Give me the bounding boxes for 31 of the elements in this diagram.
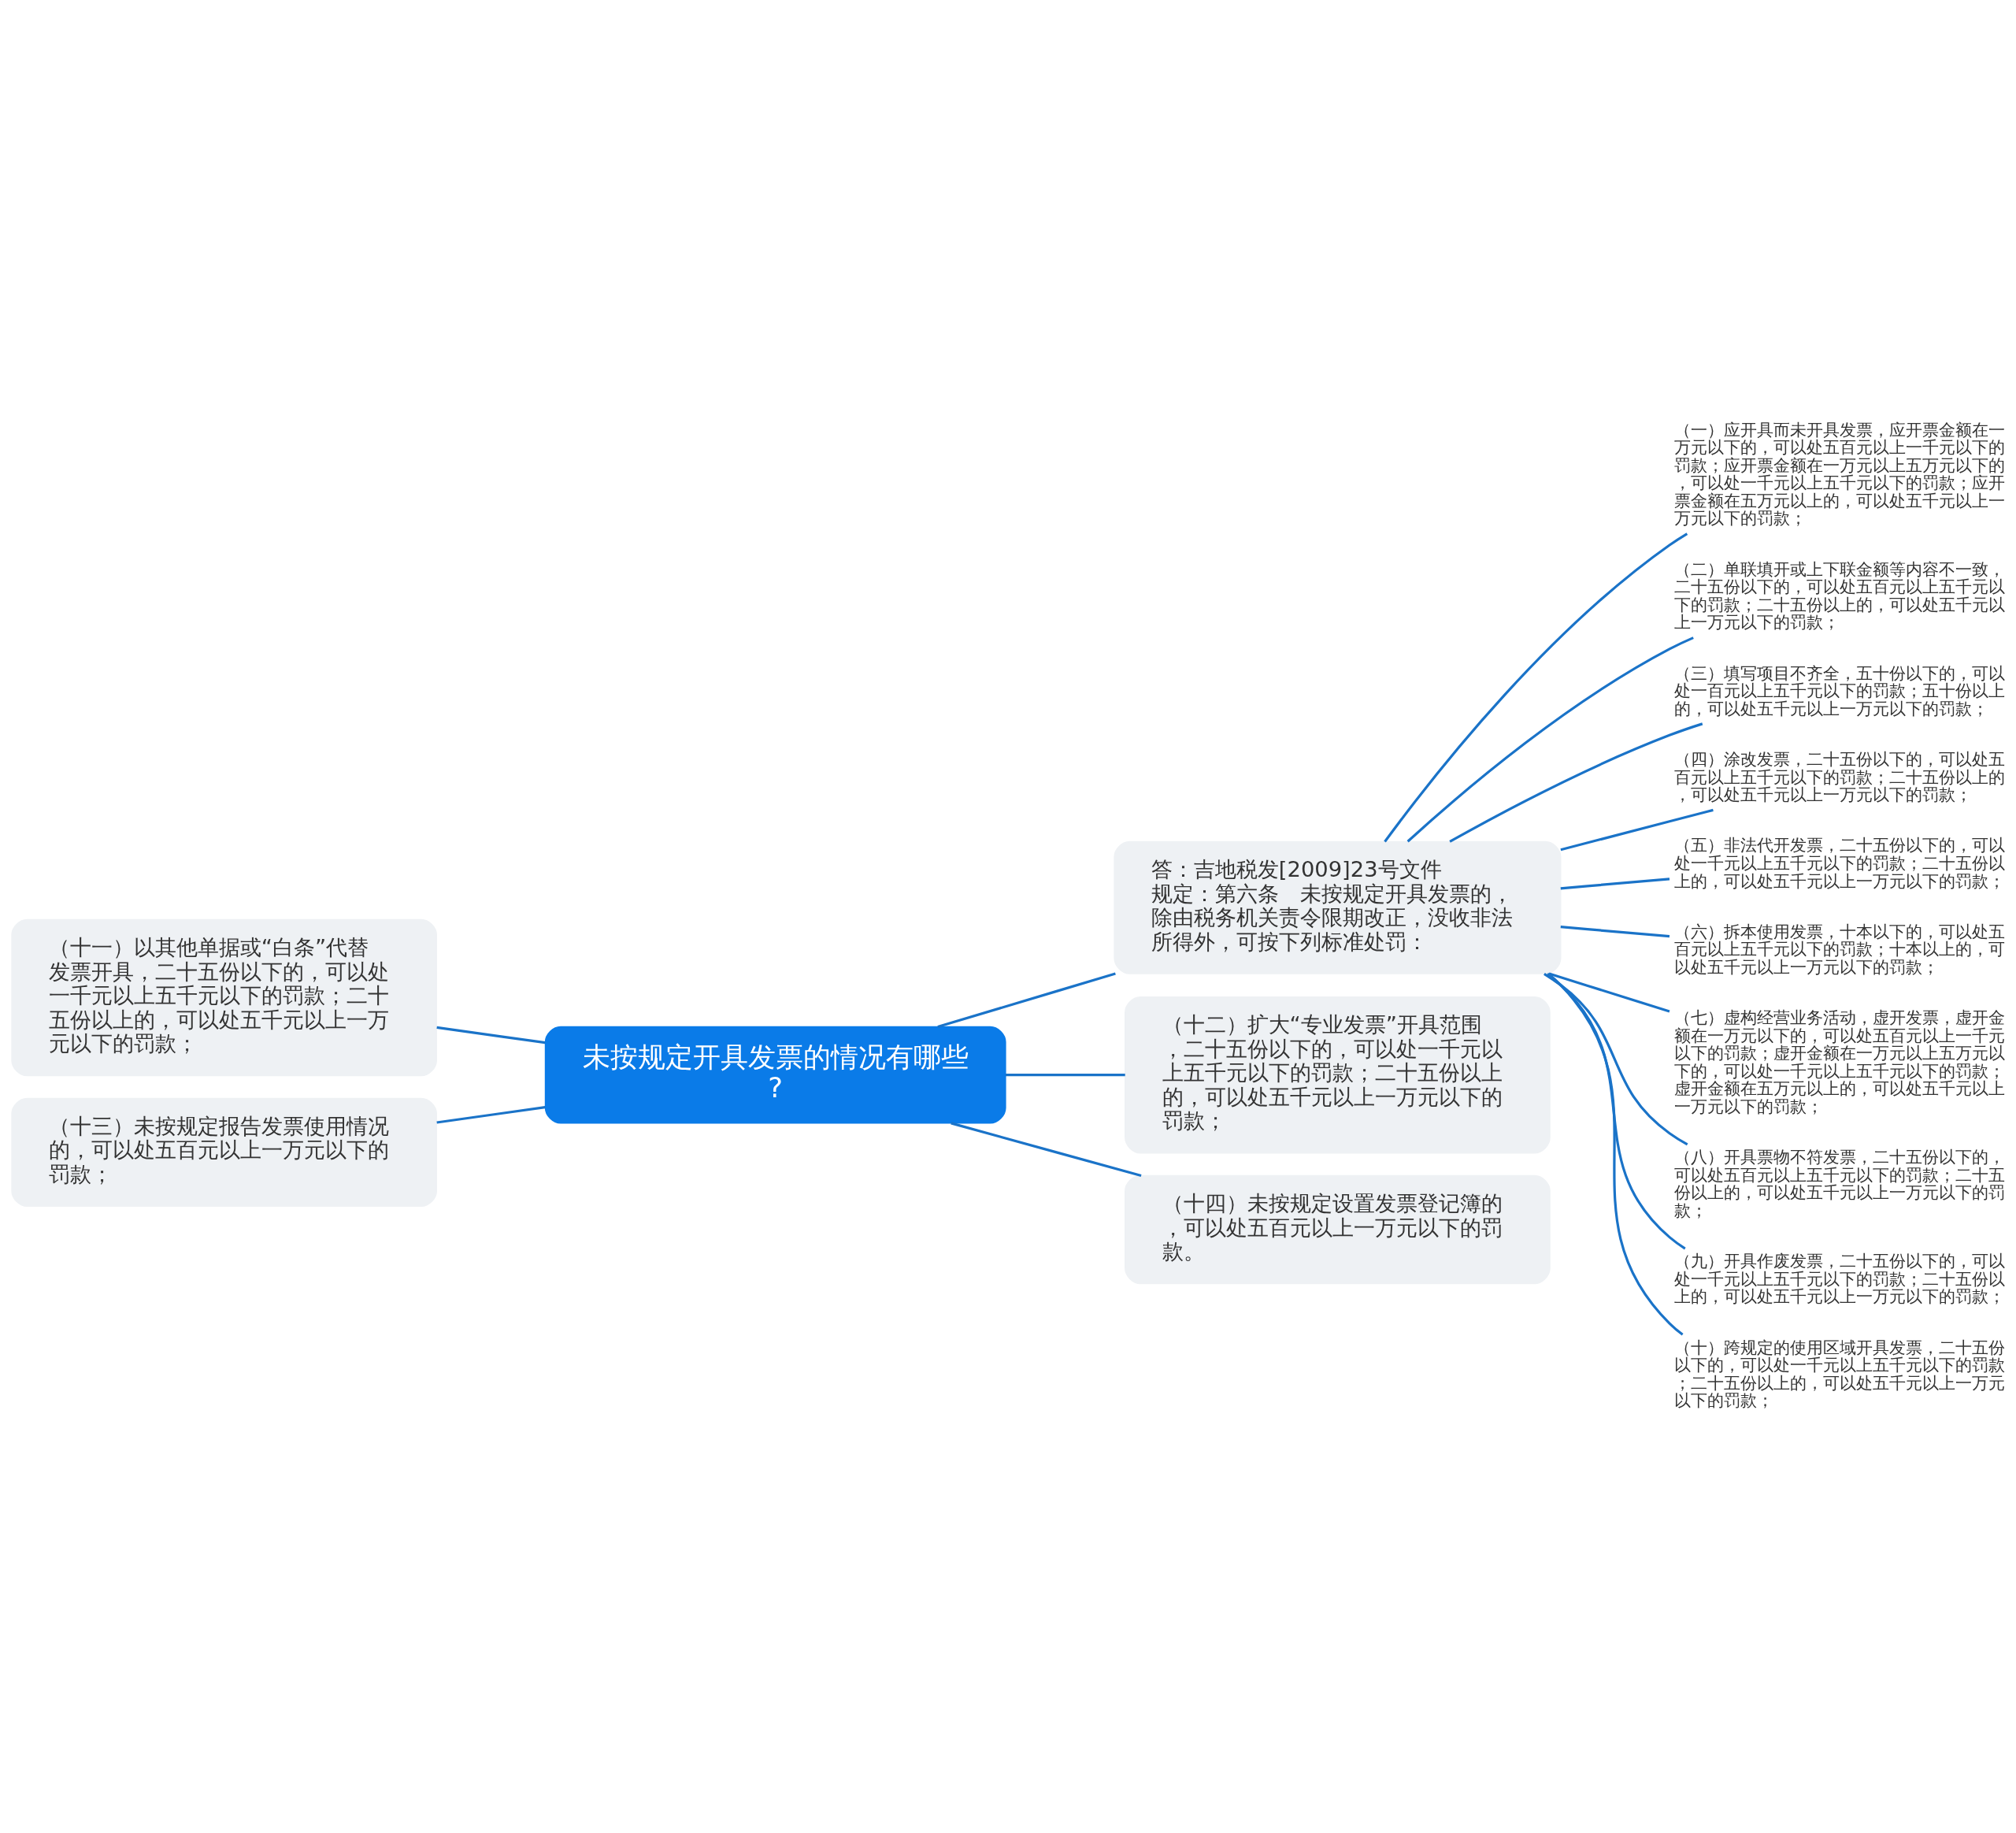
node-text: （五）非法代开发票，二十五份以下的，可以处一千元以上五千元以下的罚款；二十五份以上的，可以处五千元以上一万元以下的罚款； [1674,836,2006,891]
connector [1547,973,1686,1250]
node-text: （七）虚构经营业务活动，虚开发票，虚开金额在一万元以下的，可以处五百元以上一千元以下的罚款；虚开金额在一万元以上五万元以下的，可以处一千元以上五千元以下的罚款；虚开金额在五万元以上的，可以处五千元以上一万元以下的罚款； [1674,1008,2006,1116]
connector [436,1026,546,1045]
node-box: （十三）未按规定报告发票使用情况的，可以处五百元以上一万元以下的罚款； [11,1097,437,1208]
connector [1544,972,1688,1146]
node-box: 未按规定开具发票的情况有哪些? [544,1026,1006,1124]
node-box: （十二）扩大“专业发票”开具范围，二十五份以下的，可以处一千元以上五千元以下的罚款；二十五份以上的，可以处五千元以上一万元以下的罚款； [1125,996,1551,1154]
connector [1449,722,1703,843]
connector [1547,972,1684,1336]
connector [436,1106,546,1124]
node-text: （三）填写项目不齐全，五十份以下的，可以处一百元以上五千元以下的罚款；五十份以上的，可以处五千元以上一万元以下的罚款； [1674,663,2006,718]
connector [1560,926,1670,938]
node-text: （十）跨规定的使用区域开具发票，二十五份以下的，可以处一千元以上五千元以下的罚款；二十五份以上的，可以处五千元以上一万元以下的罚款； [1674,1338,2006,1411]
connector [1548,972,1670,1013]
node-box: 答：吉地税发[2009]23号文件规定：第六条 未按规定开具发票的，除由税务机关责令限期改正，没收非法所得外，可按下列标准处罚： [1114,840,1562,974]
connector [1384,532,1688,843]
connector [937,972,1116,1029]
connector [1005,1074,1125,1077]
connector [1560,878,1670,890]
node-text: （九）开具作废发票，二十五份以下的，可以处一千元以上五千元以下的罚款；二十五份以上的，可以处五千元以上一万元以下的罚款； [1674,1252,2006,1307]
node-text: （六）拆本使用发票，十本以下的，可以处五百元以上五千元以下的罚款；十本以上的，可以处五千元以上一万元以下的罚款； [1674,922,2006,977]
node-box: （十四）未按规定设置发票登记簿的，可以处五百元以上一万元以下的罚款。 [1125,1174,1551,1285]
connector [951,1122,1142,1178]
node-text: （一）应开具而未开具发票，应开票金额在一万元以下的，可以处五百元以上一千元以下的罚款；应开票金额在一万元以上五万元以下的，可以处一千元以上五千元以下的罚款；应开票金额在五万元以上的，可以处五千元以上一万元以下的罚款； [1674,420,2006,529]
connector [1406,636,1694,843]
node-text: （八）开具票物不符发票，二十五份以下的，可以处五百元以上五千元以下的罚款；二十五份以上的，可以处五千元以上一万元以下的罚款； [1674,1148,2006,1220]
node-box: （十一）以其他单据或“白条”代替发票开具，二十五份以下的，可以处一千元以上五千元以下的罚款；二十五份以上的，可以处五千元以上一万元以下的罚款； [11,918,437,1077]
node-text: （四）涂改发票，二十五份以下的，可以处五百元以上五千元以下的罚款；二十五份以上的，可以处五千元以上一万元以下的罚款； [1674,750,2006,805]
node-text: （二）单联填开或上下联金额等内容不一致，二十五份以下的，可以处五百元以上五千元以下的罚款；二十五份以上的，可以处五千元以上一万元以下的罚款； [1674,559,2006,633]
connector [1560,808,1714,852]
